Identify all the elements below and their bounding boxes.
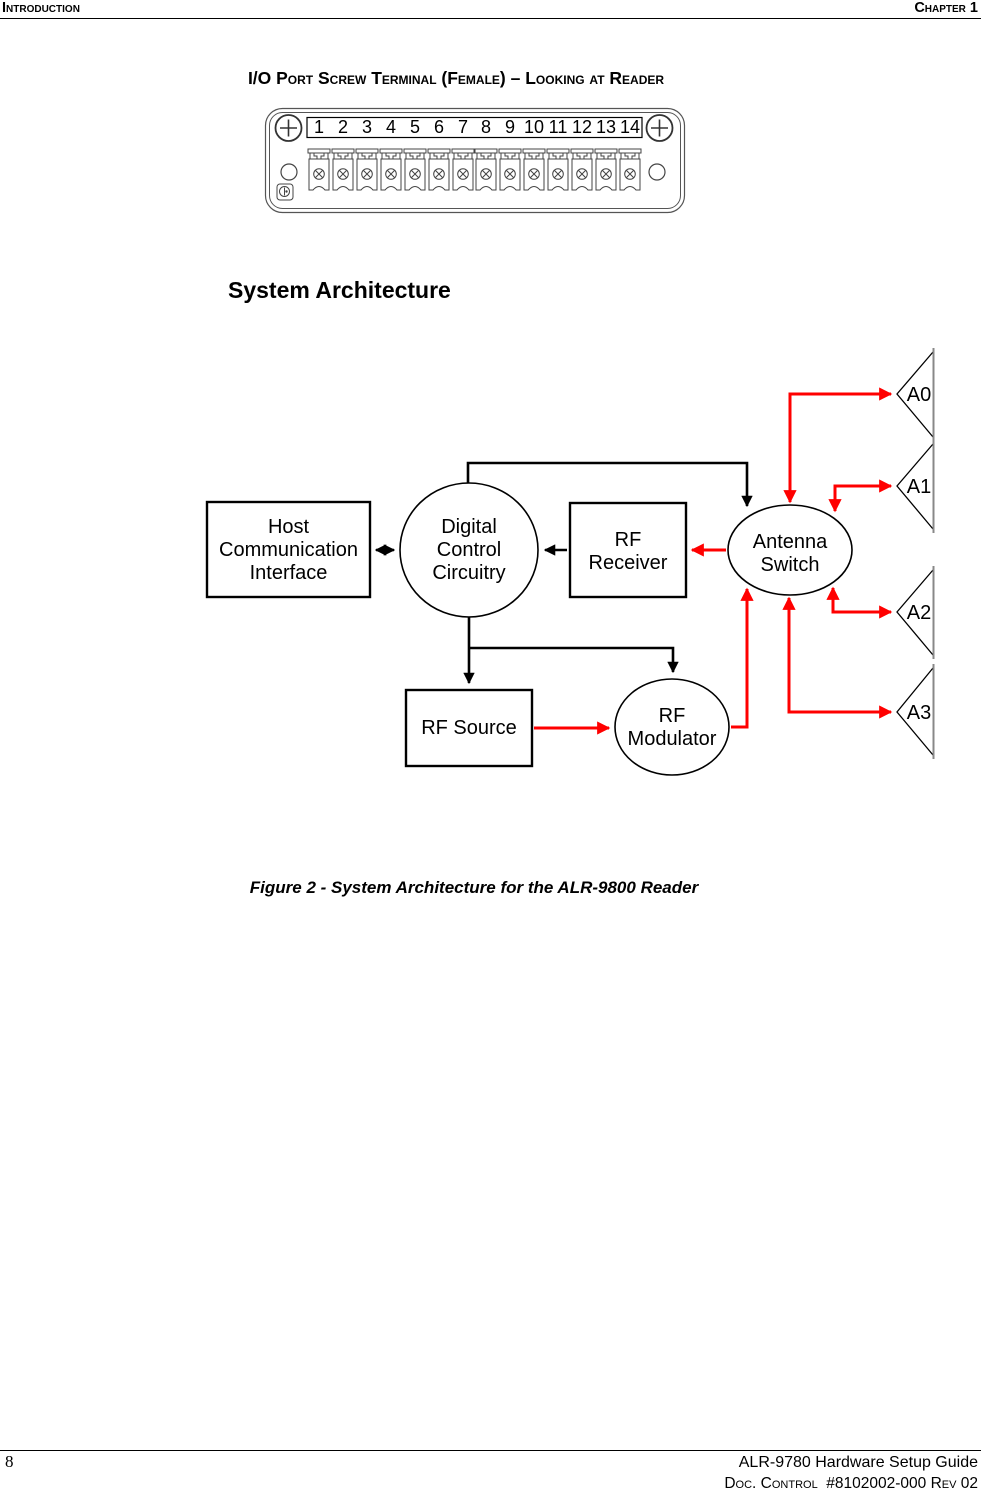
- rf-modulator-label: RF Modulator: [628, 705, 717, 750]
- svg-text:Control: Control: [437, 539, 501, 561]
- svg-text:Receiver: Receiver: [589, 552, 668, 574]
- rf-source-node: [404, 688, 534, 768]
- antenna-a1-link-arrow: [828, 479, 893, 513]
- svg-text:RF: RF: [615, 529, 642, 551]
- terminal-number: 3: [362, 117, 372, 137]
- rf-source-label: RF Source: [421, 717, 517, 739]
- footer-doc-control: Doc. Control #8102002-000 Rev 02: [724, 1475, 978, 1492]
- antenna-label: A2: [907, 602, 931, 624]
- svg-text:Host: Host: [268, 516, 310, 538]
- antenna-a0-symbol: A0: [896, 348, 935, 441]
- terminal-number: 6: [434, 117, 444, 137]
- svg-text:Communication: Communication: [219, 539, 358, 561]
- rf-receiver-label: RF Receiver: [589, 529, 668, 574]
- terminal-number: 5: [410, 117, 420, 137]
- svg-text:RF: RF: [659, 705, 686, 727]
- page-header: Introduction Chapter 1: [0, 0, 981, 19]
- antenna-a1-symbol: A1: [896, 440, 935, 533]
- svg-text:Modulator: Modulator: [628, 728, 717, 750]
- digital-control-circuitry-label: Digital Control Circuitry: [432, 516, 505, 584]
- page-number: 8: [5, 1452, 14, 1471]
- terminal-numbers: 1 2 3 4 5 6 7 8 9 10 11 12 13 14: [314, 117, 640, 137]
- svg-text:Switch: Switch: [761, 554, 820, 576]
- antenna-switch-label: Antenna Switch: [753, 531, 828, 576]
- terminal-number: 11: [549, 117, 568, 137]
- antenna-a3-link-arrow: [782, 596, 893, 719]
- terminal-number: 14: [620, 117, 640, 137]
- antenna-label: A1: [907, 476, 931, 498]
- figure-caption: Figure 2 - System Architecture for the A…: [249, 878, 699, 897]
- terminal-number: 7: [458, 117, 468, 137]
- svg-text:Antenna: Antenna: [753, 531, 828, 553]
- io-terminal-figure: 1 2 3 4 5 6 7 8 9 10 11 12 13 14: [264, 107, 686, 214]
- footer-guide-title: ALR-9780 Hardware Setup Guide: [738, 1454, 978, 1471]
- terminal-number: 10: [524, 117, 544, 137]
- system-architecture-diagram: A0 A1 A2 A3 Host Communication Interface…: [205, 348, 935, 776]
- svg-text:Circuitry: Circuitry: [432, 562, 505, 584]
- rf-modulator-node: [614, 678, 730, 776]
- terminal-number: 8: [481, 117, 491, 137]
- mount-hole-icon: [648, 163, 666, 181]
- io-port-title: I/O Port Screw Terminal (Female) – Looki…: [247, 68, 665, 88]
- antenna-a2-link-arrow: [826, 586, 893, 619]
- host-communication-interface-node: [205, 500, 372, 599]
- terminal-number-strip: [306, 116, 643, 139]
- terminal-number: 1: [314, 117, 324, 137]
- rfmodulator-to-antennaswitch-arrow: [731, 587, 754, 729]
- antenna-a3-symbol: A3: [896, 664, 935, 759]
- host-communication-interface-label: Host Communication Interface: [219, 516, 358, 584]
- dcc-to-antennaswitch-arrow: [466, 461, 753, 508]
- footer-rule: [0, 1450, 981, 1451]
- terminal-number: 12: [572, 117, 592, 137]
- keyhole-icon: [276, 183, 294, 201]
- rf-receiver-node: [568, 501, 688, 599]
- antenna-label: A3: [907, 702, 931, 724]
- section-heading: System Architecture: [228, 277, 451, 303]
- terminal-number: 2: [338, 117, 348, 137]
- header-section-label: Introduction: [2, 0, 80, 16]
- terminal-number: 9: [505, 117, 515, 137]
- phillips-screw-icon: [645, 114, 674, 142]
- svg-text:RF Source: RF Source: [421, 717, 517, 739]
- dcc-to-rfmodulator-arrow: [469, 646, 679, 674]
- antenna-switch-node: [727, 504, 853, 596]
- antenna-a2-symbol: A2: [896, 566, 935, 659]
- antenna-a0-link-arrow: [783, 387, 893, 504]
- terminal-number: 13: [596, 117, 616, 137]
- mount-hole-icon: [280, 163, 298, 181]
- svg-text:Interface: Interface: [250, 562, 328, 584]
- antenna-label: A0: [907, 384, 931, 406]
- phillips-screw-icon: [274, 114, 303, 142]
- footer-right-block: ALR-9780 Hardware Setup Guide Doc. Contr…: [724, 1452, 978, 1492]
- header-chapter-label: Chapter 1: [914, 0, 978, 16]
- terminal-number: 4: [386, 117, 396, 137]
- svg-text:Digital: Digital: [441, 516, 497, 538]
